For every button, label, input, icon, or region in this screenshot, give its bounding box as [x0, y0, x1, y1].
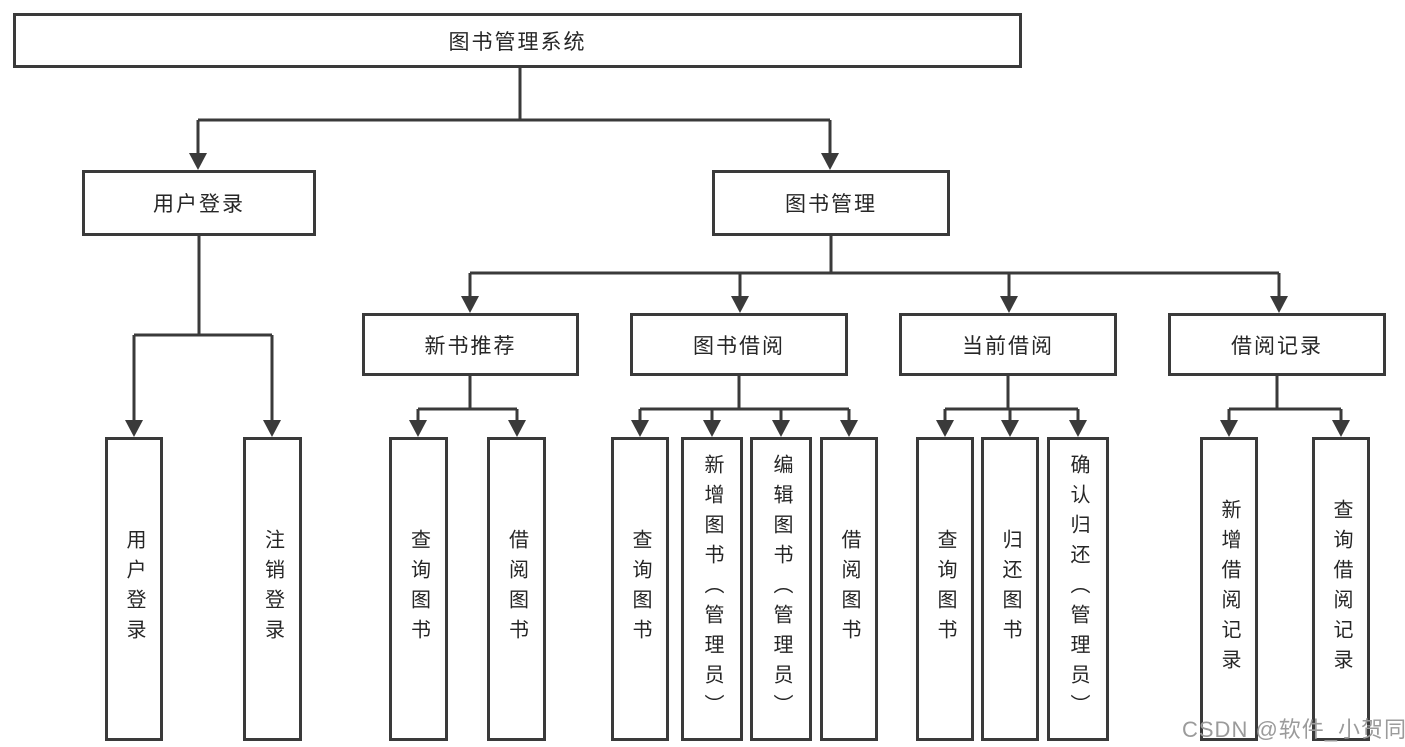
node-current-borrow: 当前借阅 — [899, 313, 1117, 376]
connector-recommend-to-leaves — [416, 376, 519, 423]
leaf-add-borrow-record: 新增借阅记录 — [1200, 437, 1258, 741]
node-new-book-recommend: 新书推荐 — [362, 313, 579, 376]
connector-records-to-leaves — [1227, 376, 1343, 423]
node-book-borrow: 图书借阅 — [630, 313, 848, 376]
connector-current-to-leaves — [943, 376, 1080, 423]
leaf-user-login: 用户登录 — [105, 437, 163, 741]
connector-borrow-to-leaves — [638, 376, 851, 423]
leaf-return-book: 归还图书 — [981, 437, 1039, 741]
leaf-logout-login: 注销登录 — [243, 437, 302, 741]
leaf-borrow-books: 借阅图书 — [820, 437, 878, 741]
node-borrow-records: 借阅记录 — [1168, 313, 1386, 376]
node-user-login: 用户登录 — [82, 170, 316, 236]
leaf-query-books-recommend: 查询图书 — [389, 437, 448, 741]
leaf-query-books-borrow: 查询图书 — [611, 437, 669, 741]
leaf-borrow-books-recommend: 借阅图书 — [487, 437, 546, 741]
connector-login-to-leaves — [132, 236, 274, 423]
leaf-query-books-current: 查询图书 — [916, 437, 974, 741]
leaf-query-borrow-record: 查询借阅记录 — [1312, 437, 1370, 741]
connector-root-to-level2 — [196, 68, 832, 156]
connector-mgmt-to-level3 — [468, 236, 1281, 299]
node-book-management: 图书管理 — [712, 170, 950, 236]
csdn-watermark: CSDN @软件_小贺同学 — [1182, 717, 1405, 742]
arrowheads — [125, 153, 1350, 437]
leaf-confirm-return-admin: 确认归还（管理员） — [1047, 437, 1109, 741]
leaf-add-book-admin: 新增图书（管理员） — [681, 437, 743, 741]
leaf-edit-book-admin: 编辑图书（管理员） — [750, 437, 812, 741]
node-root-system: 图书管理系统 — [13, 13, 1022, 68]
